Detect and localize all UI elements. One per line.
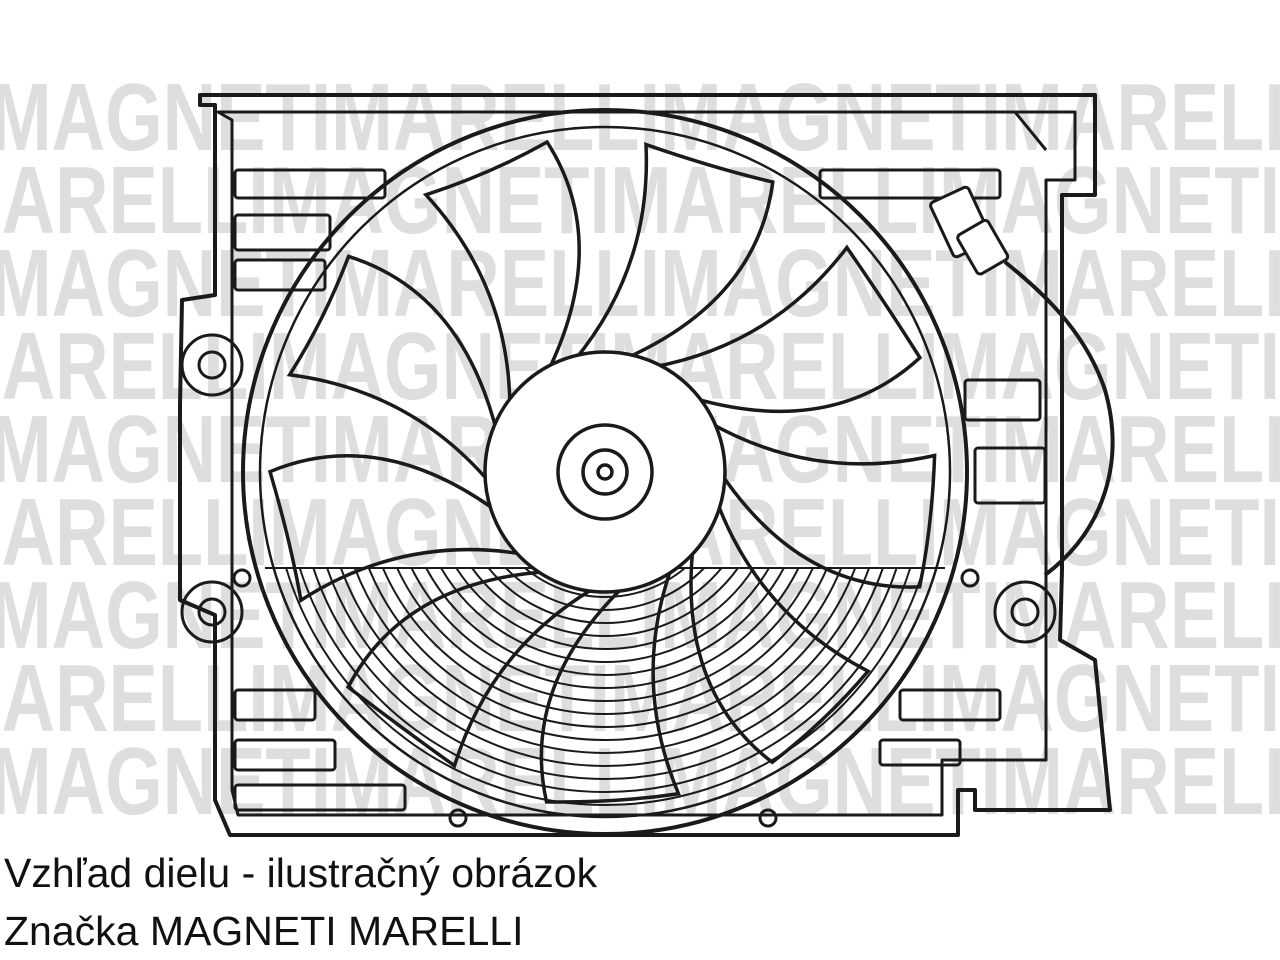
electrical-connector (929, 185, 1115, 577)
fan-blade (539, 564, 681, 804)
fan-blade (345, 569, 598, 769)
fan-blade (267, 454, 526, 604)
grille-ring (487, 567, 723, 624)
caption-part-appearance: Vzhľad dielu - ilustračný obrázok (4, 850, 598, 896)
fan-blade (572, 142, 775, 363)
fan-blade (689, 499, 871, 765)
fan-blade (286, 254, 499, 485)
fan-shroud (178, 93, 1112, 837)
grille-ring (312, 567, 898, 780)
grille-ring (285, 567, 925, 806)
grille-ring (298, 567, 912, 793)
watermark-row: MAGNETIMARELLIMAGNETIMARELLI (0, 728, 1280, 835)
fan-hub (483, 350, 727, 594)
fan-blades (267, 139, 937, 804)
grille-ring (455, 567, 755, 650)
fan-blade (651, 244, 923, 414)
grille-ring (339, 567, 871, 755)
grille-ring (367, 567, 843, 728)
grille-ring (471, 567, 739, 637)
caption-brand: Značka MAGNETI MARELLI (4, 908, 524, 954)
grille-ring (396, 567, 814, 702)
fan-ring (241, 108, 969, 836)
fan-blade (707, 420, 937, 589)
mounting-holes (180, 333, 1057, 828)
grille-ring (410, 567, 800, 689)
grille-ring (326, 567, 884, 767)
fan-blade (422, 139, 581, 408)
grille-ring (381, 567, 829, 715)
grille-ring (353, 567, 857, 741)
grille-ring (425, 567, 785, 676)
grille-ring (440, 567, 770, 663)
grille-ring (505, 567, 705, 611)
